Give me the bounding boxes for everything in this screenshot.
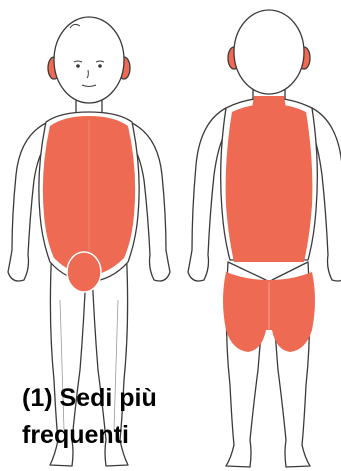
front-genital-highlight <box>67 252 101 292</box>
caption: (1) Sedi più frequenti <box>22 380 157 454</box>
back-left-arm <box>188 108 226 281</box>
caption-line-2: frequenti <box>22 417 157 454</box>
back-trunk-highlight <box>226 104 313 262</box>
front-head <box>54 17 124 103</box>
back-head <box>234 10 304 94</box>
caption-line-1: (1) Sedi più <box>22 380 157 417</box>
